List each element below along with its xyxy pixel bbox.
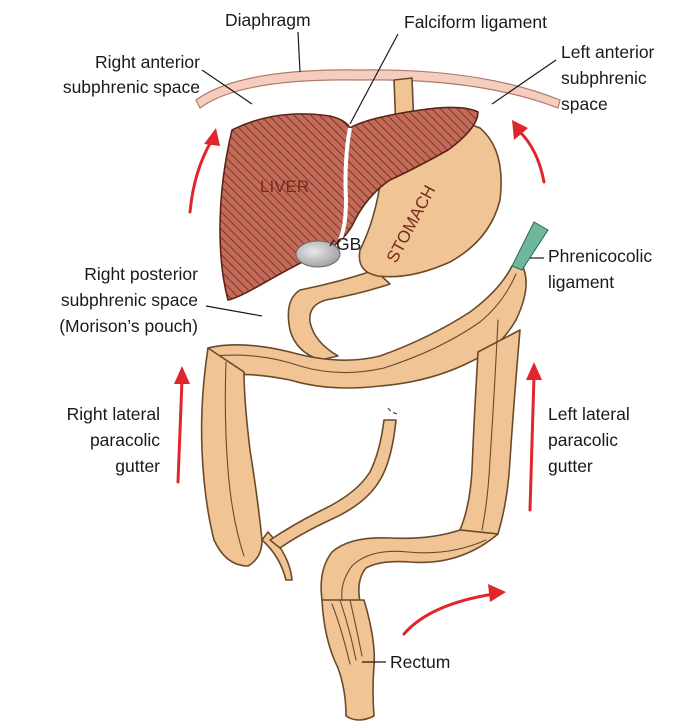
falciform-label: Falciform ligament	[404, 12, 547, 32]
left-lateral-arrowhead	[526, 362, 542, 380]
phrenicocolic-ligament	[512, 222, 548, 270]
right-lateral-label-2: paracolic	[90, 430, 160, 450]
left-lateral-label-3: gutter	[548, 456, 593, 476]
right-posterior-leader	[206, 306, 262, 316]
phrenicocolic-label-1: Phrenicocolic	[548, 246, 652, 266]
left-lateral-arrow	[530, 376, 534, 510]
left-anterior-label-2: subphrenic	[561, 68, 647, 88]
right-anterior-arrow	[190, 140, 212, 212]
ileum	[270, 420, 396, 548]
right-lateral-arrowhead	[174, 366, 190, 384]
duodenum	[288, 270, 390, 360]
right-posterior-label-3: (Morison’s pouch)	[59, 316, 198, 336]
right-posterior-label-1: Right posterior	[84, 264, 198, 284]
left-anterior-label-3: space	[561, 94, 608, 114]
right-anterior-arrowhead	[204, 128, 220, 146]
phrenicocolic-label-2: ligament	[548, 272, 614, 292]
left-anterior-label-1: Left anterior	[561, 42, 655, 62]
pelvic-arrowhead	[488, 584, 506, 602]
left-lateral-label-1: Left lateral	[548, 404, 630, 424]
diaphragm-band	[196, 70, 560, 108]
right-lateral-label-1: Right lateral	[67, 404, 160, 424]
gb-label: GB	[336, 234, 361, 254]
diaphragm-label: Diaphragm	[225, 10, 311, 30]
left-anterior-arrow	[520, 132, 544, 182]
right-anterior-label-2: subphrenic space	[63, 77, 200, 97]
right-lateral-label-3: gutter	[115, 456, 160, 476]
rectum-shape	[322, 600, 374, 720]
right-anterior-label-1: Right anterior	[95, 52, 200, 72]
sigmoid-colon	[321, 530, 498, 602]
rectum-label: Rectum	[390, 652, 450, 672]
liver-label: LIVER	[260, 177, 309, 196]
gallbladder	[296, 241, 340, 267]
right-posterior-label-2: subphrenic space	[61, 290, 198, 310]
ascending-colon	[202, 348, 262, 566]
right-lateral-arrow	[178, 380, 182, 482]
left-lateral-label-2: paracolic	[548, 430, 618, 450]
pelvic-arrow	[404, 594, 494, 634]
diaphragm-leader	[298, 32, 300, 72]
jejunum-dashed	[388, 408, 400, 414]
